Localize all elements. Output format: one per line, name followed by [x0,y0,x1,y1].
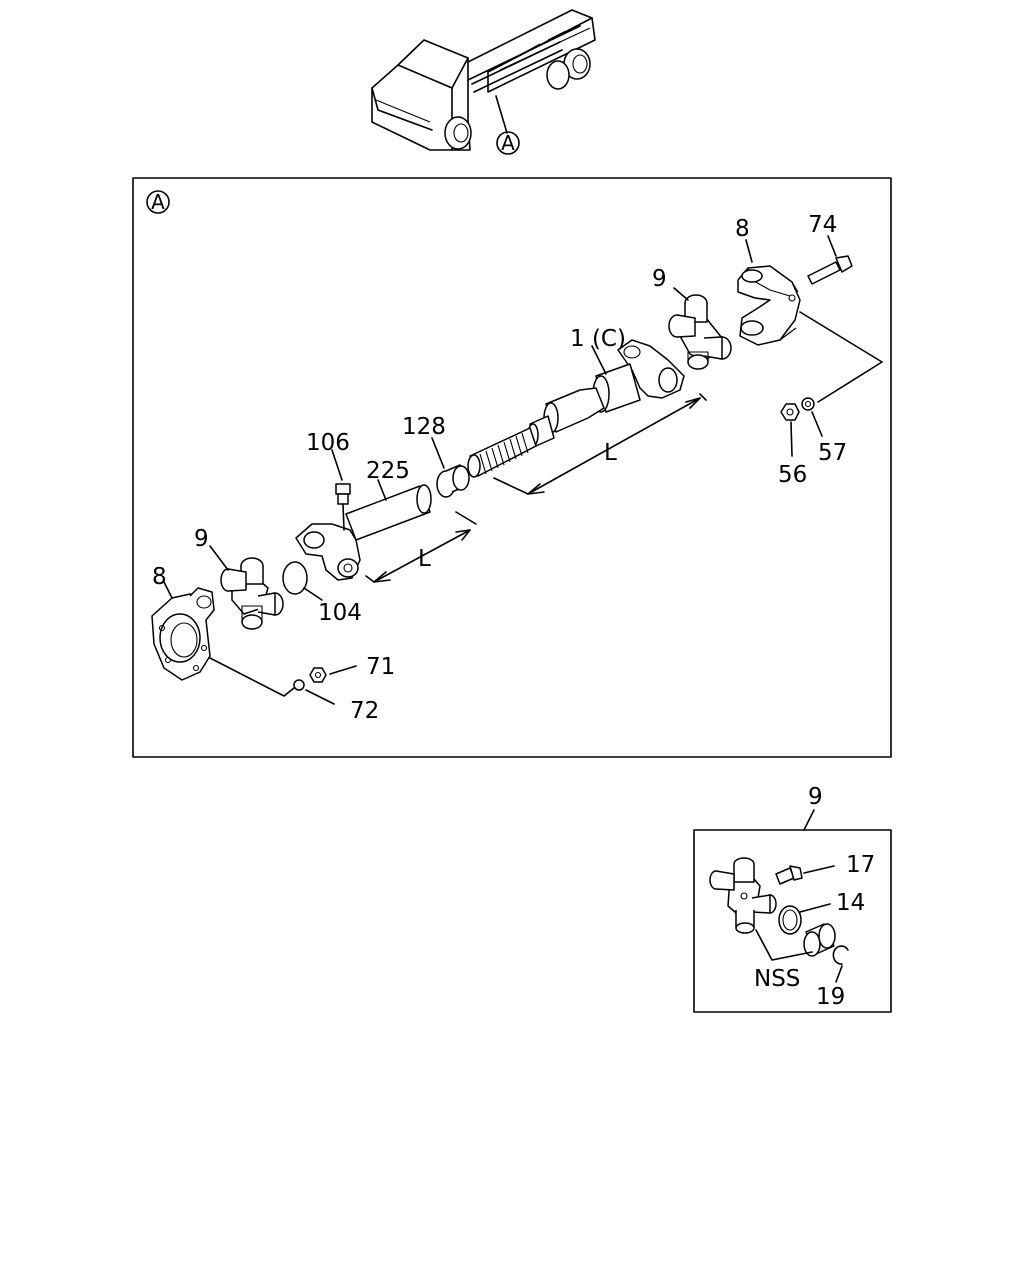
grease-nipple-17 [775,865,803,885]
dust-ring-128 [436,464,470,498]
universal-joint-left [220,557,284,630]
callout-9-right: 9 [652,266,667,292]
nut-71 [309,667,327,683]
callout-56: 56 [778,462,807,488]
callout-128: 128 [402,414,446,440]
leader-72 [305,689,335,705]
o-ring-104 [282,561,308,595]
view-a-frame [132,177,892,758]
callout-72: 72 [350,698,379,724]
truck-overview: A [371,9,596,155]
tube-yoke-225 [295,484,432,581]
view-a-frame-marker [146,190,170,214]
callout-nss: NSS [754,966,800,992]
dimension-L-long [493,393,707,495]
dimension-L-long-label: L [604,440,617,466]
leader-225 [377,479,387,501]
callout-9-detail: 9 [808,784,823,810]
callout-19: 19 [816,984,845,1010]
callout-17: 17 [846,852,875,878]
leader-14 [799,903,831,913]
propeller-shaft-1c [467,339,685,478]
callout-8-left: 8 [152,564,167,590]
callout-71: 71 [366,654,395,680]
leader-74 [827,235,837,257]
leader-19 [835,965,843,983]
dimension-L-short [365,511,477,583]
washer-57 [801,397,815,411]
leader-9-left [209,545,229,571]
leader-56 [790,421,793,457]
leader-9-detail [803,809,815,831]
view-a-marker-label: A [501,131,515,155]
nut-56 [780,403,800,421]
leader-71 [329,665,357,675]
callout-9-left: 9 [194,526,209,552]
universal-joint-right [668,294,732,370]
leader-106 [331,449,343,481]
leader-9-right [673,287,689,301]
bearing-cup [803,923,836,957]
leader-104 [303,587,323,601]
leader-bracket-56-57 [799,311,883,403]
callout-74: 74 [808,212,837,238]
callout-225: 225 [366,458,410,484]
callout-106: 106 [306,430,350,456]
leader-57 [811,411,823,437]
seal-14 [778,905,802,935]
grease-fitting-106 [335,483,351,531]
leader-8-left [163,581,173,599]
bolt-74 [807,255,853,285]
leader-nss [755,929,813,961]
spider-cross [709,857,777,934]
callout-1c: 1 (C) [570,326,626,352]
leader-1c [591,345,607,375]
leader-128 [431,437,445,469]
callout-14: 14 [836,890,865,916]
flange-yoke-right [737,265,801,346]
callout-57: 57 [818,440,847,466]
view-a-marker [496,131,520,155]
callout-104: 104 [318,600,362,626]
leader-17 [803,865,835,874]
washer-72 [293,679,305,691]
callout-8-right: 8 [735,216,750,242]
leader-bracket-71-72 [209,657,295,697]
dimension-L-short-label: L [418,546,431,572]
leader-8-right [745,239,753,263]
view-a-frame-marker-label: A [151,190,165,214]
flange-yoke-left [151,587,215,681]
detail-frame [693,829,892,1013]
snap-ring-19 [832,945,849,965]
